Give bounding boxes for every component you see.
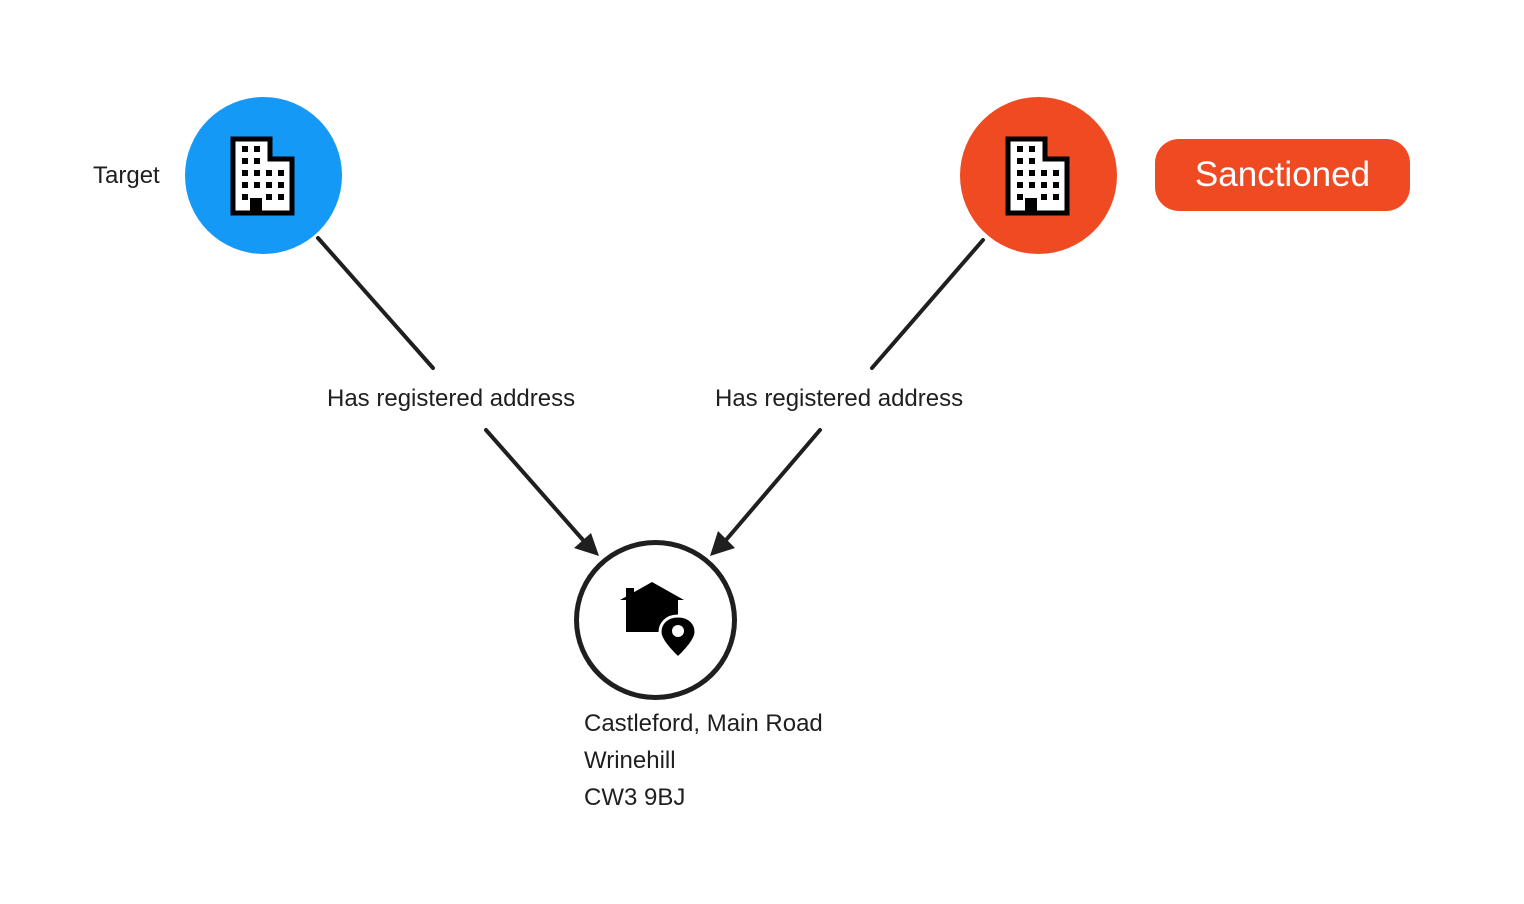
address-line-3: CW3 9BJ [584,784,686,811]
house-location-icon [616,582,696,658]
edge-1-segment-upper [316,236,435,370]
edge-2-segment-lower [724,428,822,542]
edge-1-segment-lower [484,428,585,542]
sanctioned-badge-label: Sanctioned [1194,155,1371,194]
edge-2-segment-upper [870,238,985,370]
edge-1-arrowhead [574,533,599,556]
edge-label-target-address: Has registered address [327,385,576,412]
address-line-2: Wrinehill [584,747,676,774]
node-target[interactable] [185,97,342,254]
node-sanctioned[interactable] [960,97,1117,254]
node-address[interactable] [574,540,737,700]
node-target-label: Target [93,162,160,189]
address-line-1: Castleford, Main Road [584,710,823,737]
building-icon [1005,136,1073,216]
building-icon [230,136,298,216]
address-text: Castleford, Main Road Wrinehill CW3 9BJ [584,705,823,816]
sanctioned-badge: Sanctioned [1155,139,1410,211]
edge-2-arrowhead [710,531,735,556]
edge-label-sanctioned-address: Has registered address [715,385,964,412]
